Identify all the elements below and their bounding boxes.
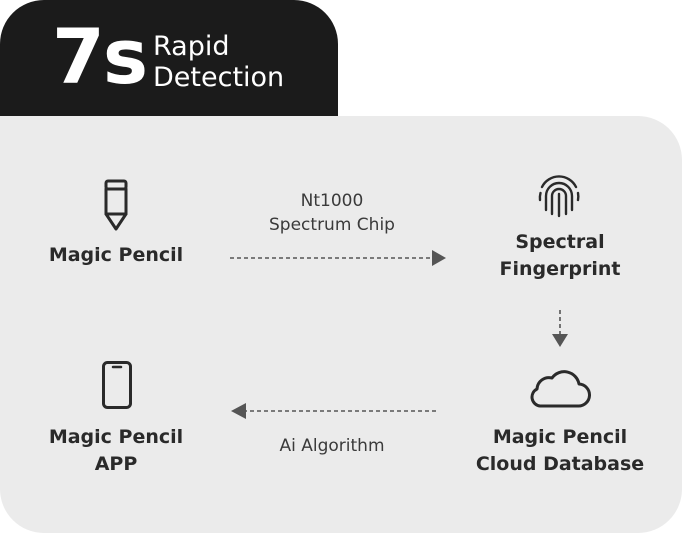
pencil-icon: [104, 179, 128, 231]
header-line2: Detection: [153, 62, 285, 93]
cloud-label-line1: Magic Pencil: [492, 426, 628, 448]
chip-edge-label: Nt1000 Spectrum Chip: [222, 189, 442, 237]
chip-edge-line2: Spectrum Chip: [269, 215, 395, 235]
arrow-algorithm-head: [231, 403, 246, 419]
cloud-icon: [530, 370, 591, 408]
header-line1: Rapid: [153, 31, 230, 62]
phone-icon: [102, 361, 132, 409]
chip-edge-line1: Nt1000: [300, 191, 364, 211]
fingerprint-label-line2: Fingerprint: [499, 258, 621, 280]
header-tab: 7s Rapid Detection: [0, 0, 338, 116]
algorithm-edge-label: Ai Algorithm: [279, 436, 385, 456]
header-big-text: 7s: [52, 12, 148, 101]
fingerprint-label: Spectral Fingerprint: [460, 229, 660, 283]
app-label-line1: Magic Pencil: [48, 426, 184, 448]
fingerprint-icon: [538, 175, 580, 218]
arrow-chip-head: [432, 250, 446, 266]
pencil-label: Magic Pencil: [48, 244, 184, 266]
cloud-label-line2: Cloud Database: [475, 453, 645, 475]
app-label-line2: APP: [94, 453, 138, 475]
cloud-label: Magic Pencil Cloud Database: [450, 424, 670, 478]
arrow-down-head: [552, 334, 568, 347]
app-label: Magic Pencil APP: [18, 424, 214, 478]
fingerprint-label-line1: Spectral: [515, 231, 605, 253]
